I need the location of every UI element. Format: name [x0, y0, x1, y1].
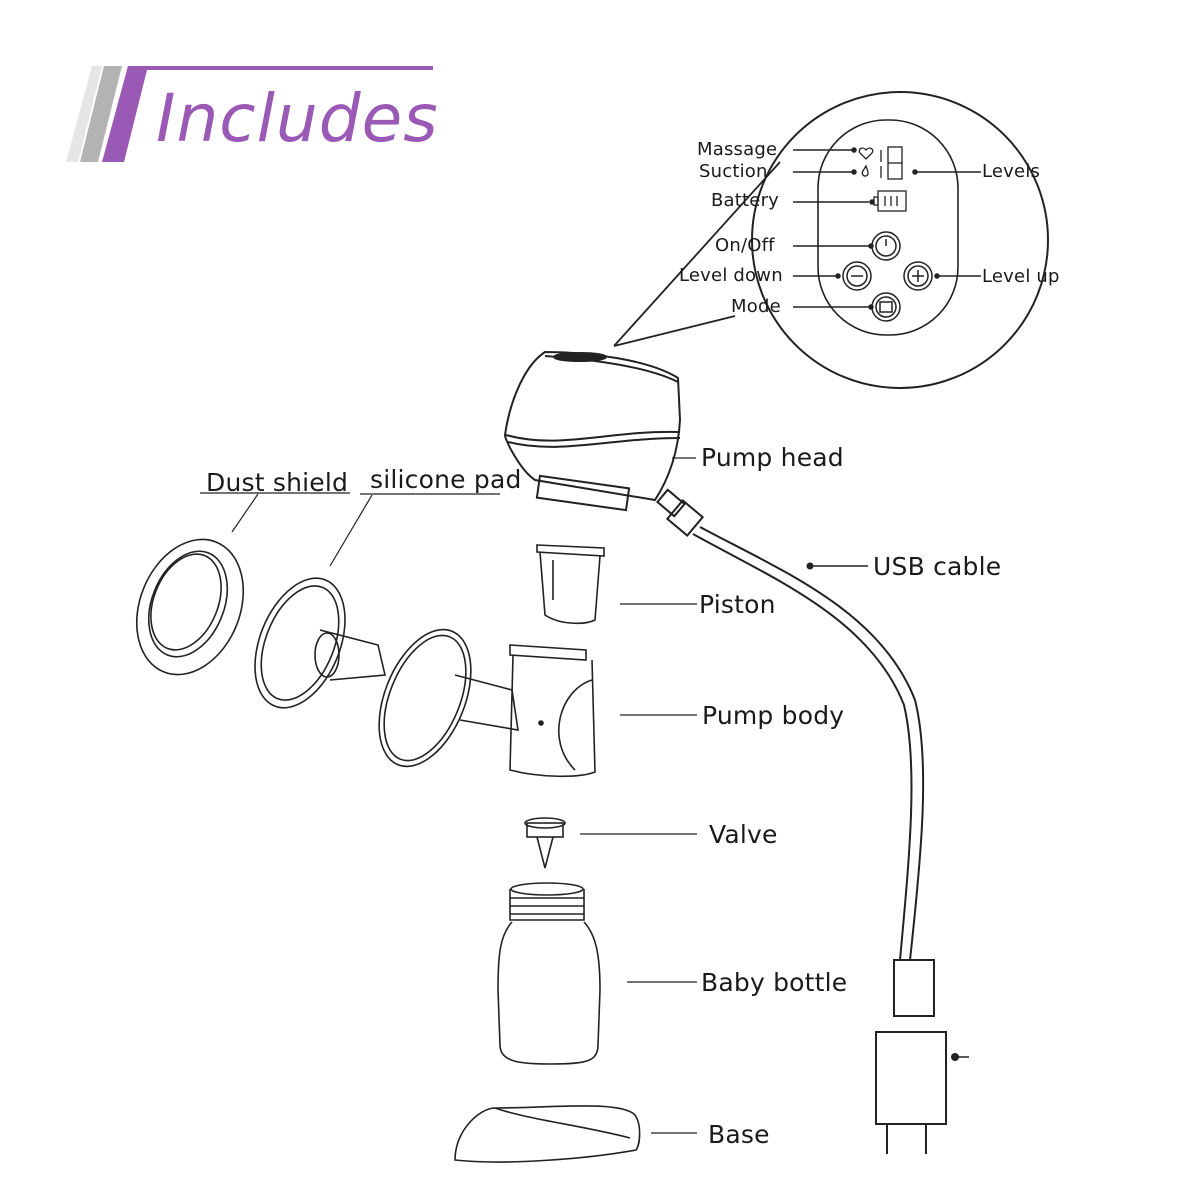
battery-icon — [873, 190, 907, 212]
mode-button-icon — [871, 292, 901, 322]
plus-button-icon — [903, 261, 933, 291]
pump-body-drawing — [509, 644, 596, 778]
header-stripes — [66, 66, 433, 162]
panel-leader-lines — [793, 147, 981, 310]
valve-drawing — [524, 817, 566, 869]
label-baby-bottle: Baby bottle — [701, 968, 848, 997]
drop-icon — [861, 164, 869, 177]
label-suction: Suction — [699, 161, 768, 182]
base-drawing — [454, 1105, 641, 1163]
label-mode: Mode — [731, 296, 781, 317]
piston-drawing — [536, 544, 605, 625]
label-base: Base — [708, 1120, 770, 1149]
label-level-up: Level up — [982, 266, 1060, 287]
minus-button-icon — [842, 261, 872, 291]
dust-shield-drawing — [135, 538, 245, 676]
label-level-down: Level down — [679, 265, 783, 286]
label-levels: Levels — [982, 161, 1041, 182]
power-button-icon — [871, 231, 901, 261]
baby-bottle-drawing — [497, 882, 601, 1065]
breast-flange-drawing — [378, 628, 519, 768]
label-pump-body: Pump body — [702, 701, 845, 730]
label-usb-cable: USB cable — [873, 552, 1002, 581]
level-digit-display — [880, 146, 903, 180]
label-dust-shield: Dust shield — [206, 468, 349, 497]
label-piston: Piston — [699, 590, 776, 619]
heart-icon — [858, 147, 874, 160]
label-battery: Battery — [711, 190, 780, 211]
label-on-off: On/Off — [715, 235, 775, 256]
page-title: Includes — [156, 80, 439, 157]
control-panel — [817, 119, 959, 336]
label-silicone-pad: silicone pad — [370, 465, 522, 494]
label-valve: Valve — [709, 820, 778, 849]
label-pump-head: Pump head — [701, 443, 844, 472]
silicone-pad-drawing — [254, 577, 386, 709]
label-massage: Massage — [697, 139, 778, 160]
pump-head-drawing — [503, 350, 682, 512]
callout-circle — [751, 91, 1049, 389]
usb-cable-drawing — [656, 488, 947, 1154]
